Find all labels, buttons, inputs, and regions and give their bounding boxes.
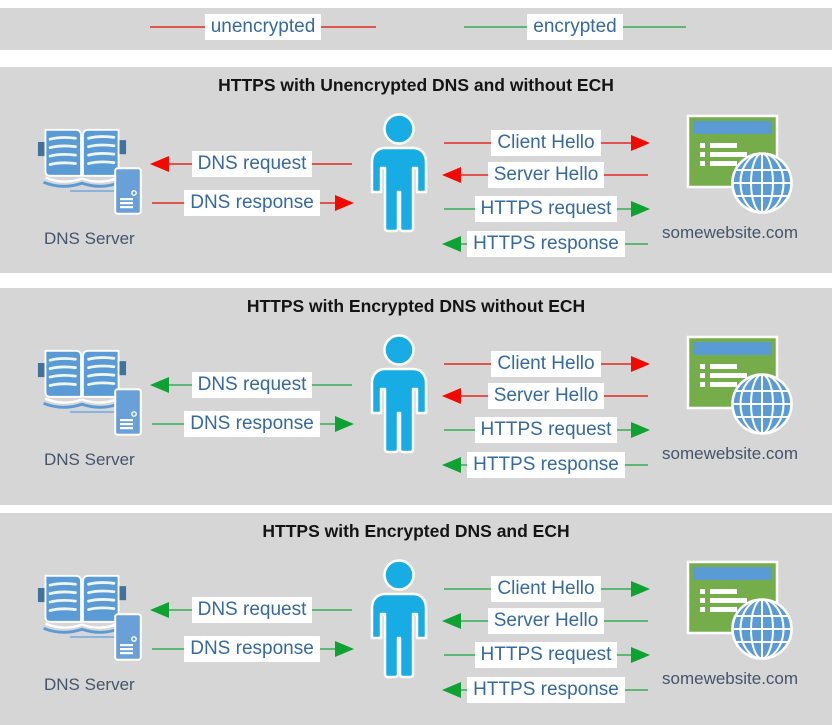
panel-encrypted-dns-no-ech: HTTPS with Encrypted DNS without ECH DNS…: [0, 288, 832, 505]
arrow-label-client-hello: Client Hello: [491, 130, 601, 156]
arrowhead-icon: [442, 682, 461, 698]
arrowhead-icon: [335, 195, 354, 211]
legend-bar: unencrypted encrypted: [0, 8, 832, 50]
dns-book-icon-slot: [37, 125, 127, 189]
arrow-label-https-response: HTTPS response: [467, 677, 625, 703]
arrowhead-icon: [631, 135, 650, 151]
arrowhead-icon: [335, 641, 354, 657]
arrow-label-dns-request: DNS request: [191, 372, 313, 398]
arrowhead-icon: [442, 457, 461, 473]
arrowhead-icon: [150, 156, 169, 172]
panel-unencrypted-dns-no-ech: HTTPS with Unencrypted DNS and without E…: [0, 67, 832, 273]
dns-server-caption: DNS Server: [44, 675, 135, 694]
arrow-https-response: HTTPS response: [442, 677, 650, 703]
book-server-connector-line: [70, 190, 118, 192]
server-tower-icon: [114, 613, 142, 661]
arrow-label-dns-request: DNS request: [191, 597, 313, 623]
dns-book-icon: [37, 349, 127, 409]
arrow-dns-request: DNS request: [150, 151, 354, 177]
globe-icon: [731, 598, 793, 660]
arrowhead-icon: [150, 602, 169, 618]
arrowhead-icon: [442, 236, 461, 252]
website-icon: [686, 114, 793, 214]
server-icon-slot: [114, 613, 142, 661]
person-icon-slot: [359, 334, 439, 454]
arrow-label-https-request: HTTPS request: [474, 642, 618, 668]
arrow-label-dns-response: DNS response: [184, 636, 320, 662]
arrowhead-icon: [631, 647, 650, 663]
website-icon: [686, 560, 793, 660]
arrowhead-icon: [631, 581, 650, 597]
arrow-label-client-hello: Client Hello: [491, 576, 601, 602]
website-caption: somewebsite.com: [662, 444, 799, 463]
arrow-label-server-hello: Server Hello: [487, 608, 605, 634]
arrowhead-icon: [442, 167, 461, 183]
arrow-label-server-hello: Server Hello: [487, 162, 605, 188]
website-icon: [686, 335, 793, 435]
website-icon-slot: [686, 335, 798, 437]
arrowhead-icon: [631, 422, 650, 438]
dns-server-caption: DNS Server: [44, 450, 135, 469]
arrow-dns-request: DNS request: [150, 597, 354, 623]
arrowhead-icon: [442, 613, 461, 629]
book-server-connector-line: [70, 636, 118, 638]
arrow-label-https-request: HTTPS request: [474, 417, 618, 443]
globe-icon: [731, 152, 793, 214]
arrowhead-icon: [150, 377, 169, 393]
arrow-dns-response: DNS response: [150, 190, 354, 216]
arrow-client-hello: Client Hello: [442, 130, 650, 156]
arrow-https-response: HTTPS response: [442, 452, 650, 478]
legend-item-unencrypted: unencrypted: [148, 14, 378, 40]
arrow-label-server-hello: Server Hello: [487, 383, 605, 409]
legend-item-encrypted: encrypted: [462, 14, 688, 40]
server-tower-icon: [114, 388, 142, 436]
arrow-label-client-hello: Client Hello: [491, 351, 601, 377]
person-icon: [370, 334, 428, 454]
arrow-dns-response: DNS response: [150, 411, 354, 437]
dns-book-icon: [37, 128, 127, 188]
arrowhead-icon: [631, 356, 650, 372]
dns-server-caption: DNS Server: [44, 229, 135, 248]
dns-book-icon-slot: [37, 346, 127, 410]
arrow-label-dns-request: DNS request: [191, 151, 313, 177]
arrow-label-dns-response: DNS response: [184, 190, 320, 216]
arrowhead-icon: [631, 201, 650, 217]
website-icon-slot: [686, 560, 798, 662]
arrow-label-https-request: HTTPS request: [474, 196, 618, 222]
website-caption: somewebsite.com: [662, 223, 799, 242]
website-icon-slot: [686, 114, 798, 216]
arrow-https-request: HTTPS request: [442, 196, 650, 222]
arrow-https-request: HTTPS request: [442, 642, 650, 668]
arrowhead-icon: [442, 388, 461, 404]
person-icon: [370, 559, 428, 679]
arrow-dns-request: DNS request: [150, 372, 354, 398]
server-icon-slot: [114, 167, 142, 215]
arrow-label-https-response: HTTPS response: [467, 231, 625, 257]
arrow-https-response: HTTPS response: [442, 231, 650, 257]
arrow-server-hello: Server Hello: [442, 608, 650, 634]
website-caption: somewebsite.com: [662, 669, 799, 688]
book-server-connector-line: [70, 411, 118, 413]
person-icon: [370, 113, 428, 233]
person-icon-slot: [359, 559, 439, 679]
person-icon-slot: [359, 113, 439, 233]
server-tower-icon: [114, 167, 142, 215]
server-icon-slot: [114, 388, 142, 436]
arrow-client-hello: Client Hello: [442, 351, 650, 377]
panel-title: HTTPS with Unencrypted DNS and without E…: [218, 75, 614, 95]
panel-title: HTTPS with Encrypted DNS and ECH: [262, 521, 570, 541]
arrow-server-hello: Server Hello: [442, 383, 650, 409]
arrow-label-https-response: HTTPS response: [467, 452, 625, 478]
arrow-dns-response: DNS response: [150, 636, 354, 662]
arrow-label-dns-response: DNS response: [184, 411, 320, 437]
arrowhead-icon: [335, 416, 354, 432]
globe-icon: [731, 373, 793, 435]
arrow-client-hello: Client Hello: [442, 576, 650, 602]
panel-title: HTTPS with Encrypted DNS without ECH: [246, 296, 586, 316]
panel-encrypted-dns-and-ech: HTTPS with Encrypted DNS and ECH DNS Ser…: [0, 513, 832, 725]
arrow-server-hello: Server Hello: [442, 162, 650, 188]
legend-label-encrypted: encrypted: [527, 14, 623, 40]
legend-label-unencrypted: unencrypted: [204, 14, 322, 40]
arrow-https-request: HTTPS request: [442, 417, 650, 443]
